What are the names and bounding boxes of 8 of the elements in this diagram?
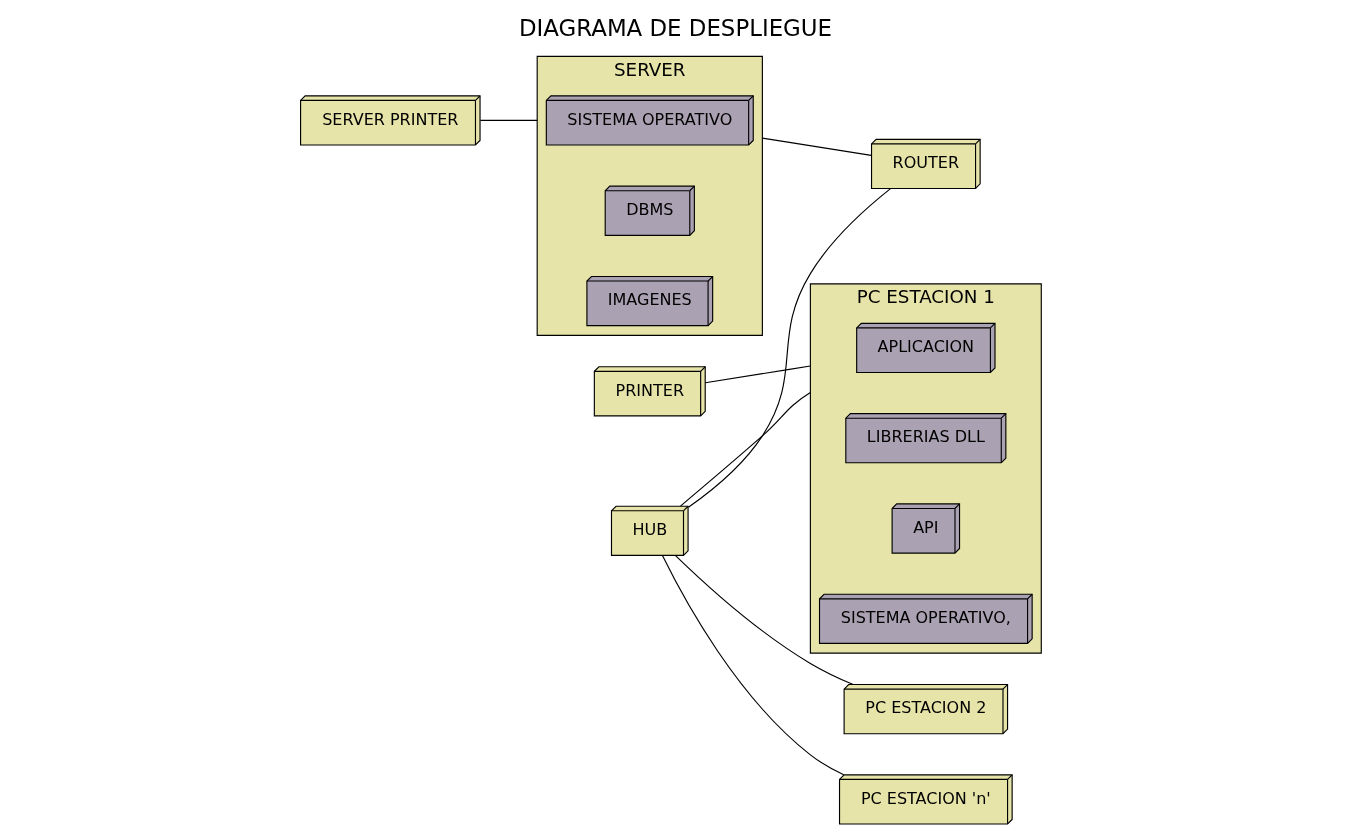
connector <box>661 555 844 776</box>
connector <box>479 119 538 121</box>
connector <box>679 391 811 507</box>
connector <box>761 137 872 156</box>
connector <box>704 365 811 384</box>
diagram-title: DIAGRAMA DE DESPLIEGUE <box>518 14 832 41</box>
connector <box>687 188 891 508</box>
connector <box>674 554 854 686</box>
